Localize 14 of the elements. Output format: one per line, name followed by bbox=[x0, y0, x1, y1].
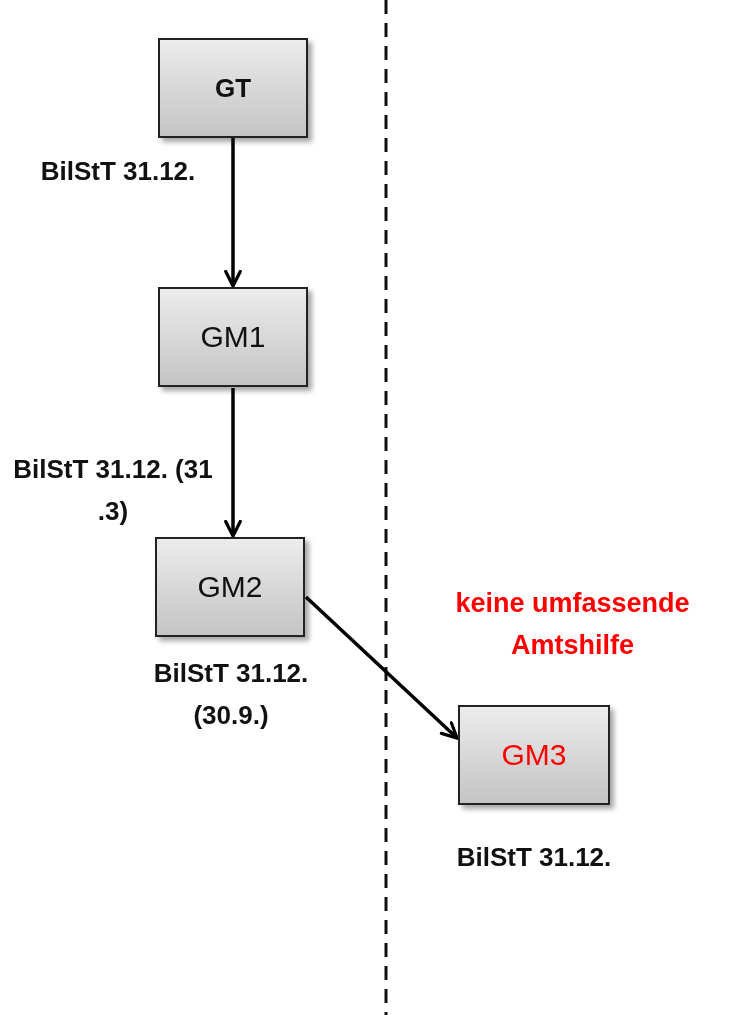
process-box bbox=[155, 537, 305, 637]
node-label: GM2 bbox=[197, 570, 263, 604]
arrow bbox=[304, 595, 459, 740]
node-label: GM3 bbox=[501, 738, 567, 772]
process-box bbox=[158, 287, 308, 387]
date-note: BilStT 31.12. (30.9.) bbox=[152, 657, 310, 732]
arrow bbox=[224, 138, 242, 288]
node-label: GM1 bbox=[200, 320, 266, 354]
note-text: keine umfassende Amtshilfe bbox=[454, 587, 691, 662]
node-label: GT bbox=[214, 72, 252, 104]
date-note: BilStT 31.12. bbox=[455, 841, 613, 874]
process-box bbox=[158, 38, 308, 138]
process-box bbox=[458, 705, 610, 805]
arrow bbox=[224, 388, 242, 538]
